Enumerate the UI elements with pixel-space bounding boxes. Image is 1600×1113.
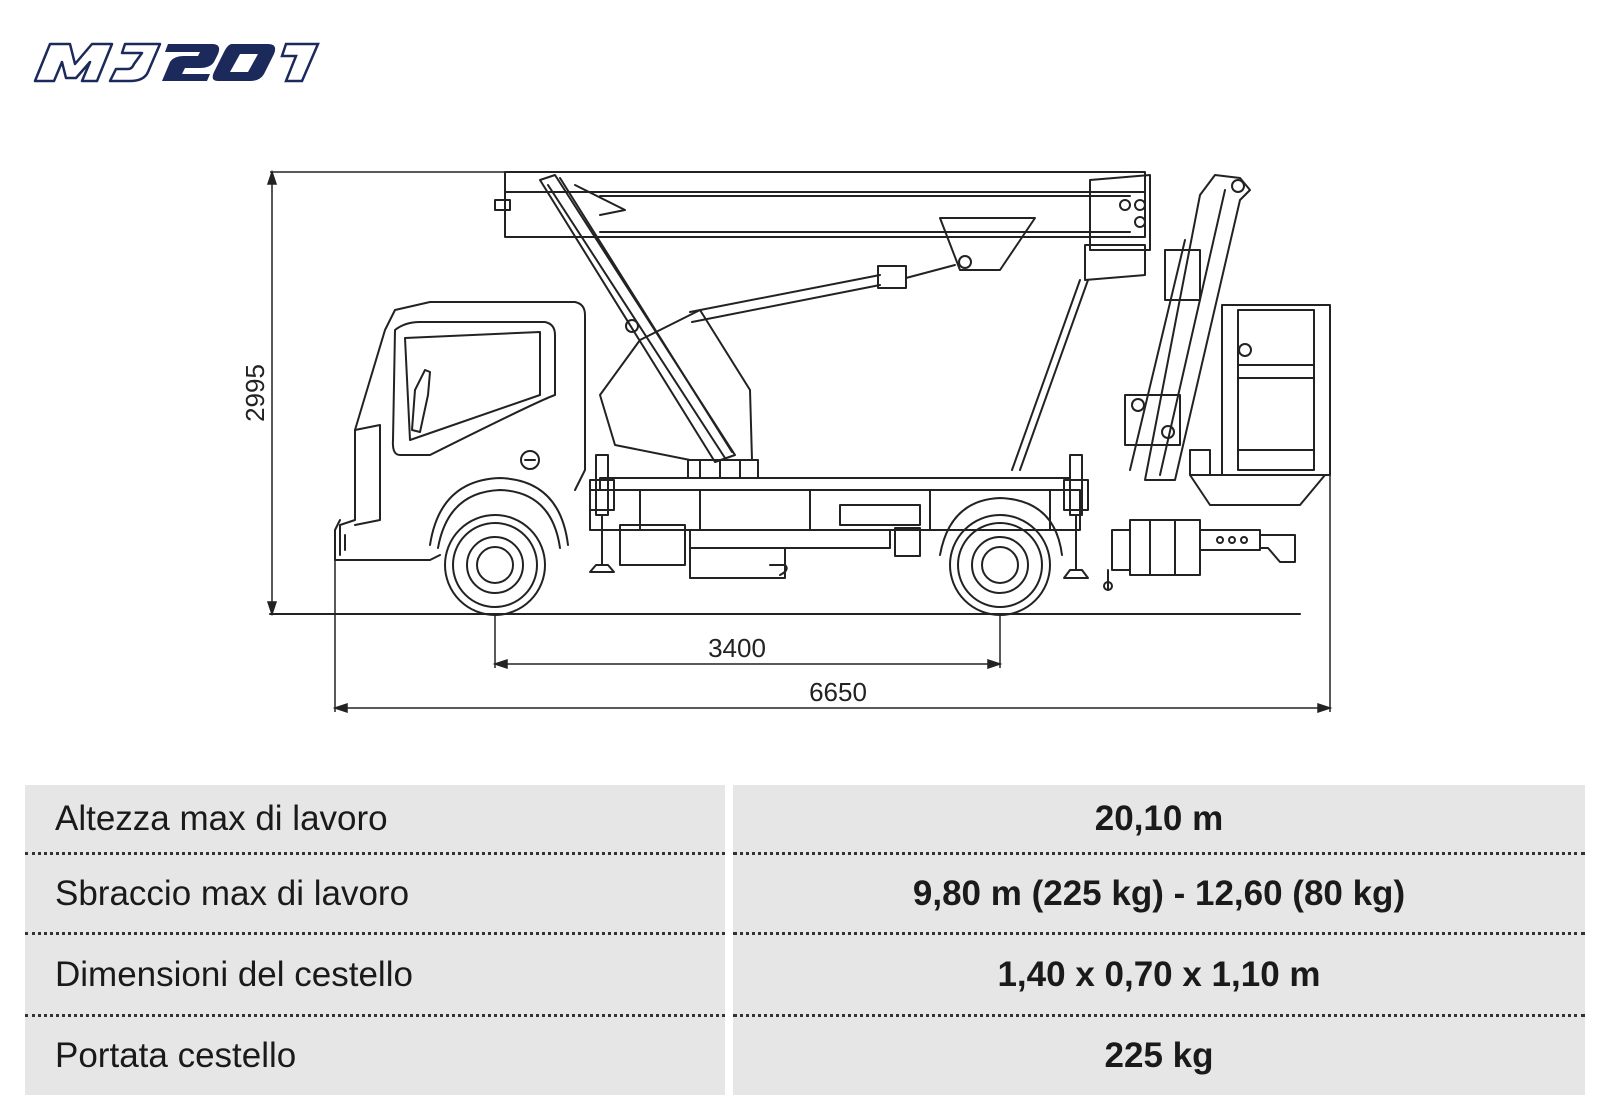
spec-label: Sbraccio max di lavoro (25, 855, 725, 935)
spec-label: Altezza max di lavoro (25, 785, 725, 855)
spec-value: 9,80 m (225 kg) - 12,60 (80 kg) (733, 855, 1585, 935)
spec-label: Dimensioni del cestello (25, 935, 725, 1017)
column-divider (725, 785, 733, 1095)
spec-values-column: 20,10 m 9,80 m (225 kg) - 12,60 (80 kg) … (733, 785, 1585, 1095)
spec-label: Portata cestello (55, 1036, 297, 1075)
wheelbase-dimension-label: 3400 (708, 633, 766, 663)
spec-value: 1,40 x 0,70 x 1,10 m (733, 935, 1585, 1017)
spec-value: 20,10 m (733, 785, 1585, 855)
spec-labels-column: Altezza max di lavoro Sbraccio max di la… (25, 785, 725, 1095)
height-dimension-label: 2995 (240, 364, 270, 422)
brand-logo (33, 42, 320, 83)
overall-length-dimension-label: 6650 (809, 677, 867, 707)
specifications-table: Altezza max di lavoro Sbraccio max di la… (25, 785, 1585, 1095)
truck-technical-drawing: 2995 3400 6650 (240, 169, 1333, 714)
spec-value: 225 kg (1104, 1036, 1214, 1075)
